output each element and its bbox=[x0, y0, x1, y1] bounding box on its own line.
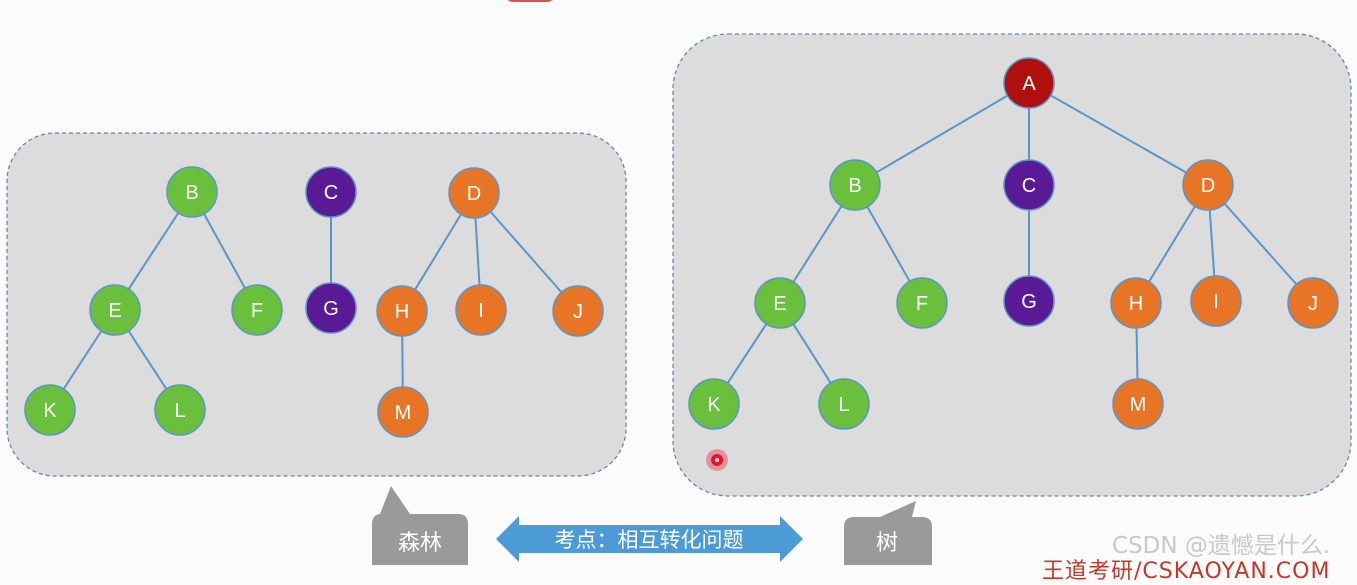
tree-nodes: A B C D E F G H I J K L M bbox=[688, 57, 1339, 430]
forest-node-I: I bbox=[455, 284, 507, 336]
tree-node-circle-C bbox=[1003, 159, 1055, 211]
tree-callout: 树 bbox=[844, 501, 932, 565]
tree-node-circle-E bbox=[754, 277, 806, 329]
forest-node-circle-B bbox=[166, 166, 218, 218]
forest-node-circle-M bbox=[377, 386, 429, 438]
tree-node-label-C: C bbox=[1022, 175, 1036, 197]
forest-node-label-M: M bbox=[395, 402, 412, 424]
forest-node-circle-I bbox=[455, 284, 507, 336]
forest-node-circle-C bbox=[305, 166, 357, 218]
tree-node-circle-H bbox=[1110, 277, 1162, 329]
tree-node-B: B bbox=[829, 159, 881, 211]
tree-node-label-A: A bbox=[1022, 73, 1036, 95]
forest-node-circle-L bbox=[154, 384, 206, 436]
forest-node-C: C bbox=[305, 166, 357, 218]
forest-node-H: H bbox=[376, 285, 428, 337]
forest-node-circle-H bbox=[376, 285, 428, 337]
forest-node-circle-F bbox=[231, 284, 283, 336]
tree-edge-A-B bbox=[854, 82, 1030, 186]
tree-node-circle-L bbox=[818, 378, 870, 430]
csdn-watermark: CSDN @遗憾是什么. bbox=[1112, 533, 1331, 559]
forest-node-circle-E bbox=[89, 284, 141, 336]
tree-node-label-J: J bbox=[1308, 293, 1318, 315]
tree-node-K: K bbox=[688, 378, 740, 430]
tree-node-label-E: E bbox=[773, 293, 786, 315]
tree-node-circle-G bbox=[1003, 275, 1055, 327]
forest-nodes: B E F K L C G D H I J M bbox=[24, 166, 604, 438]
forest-node-label-G: G bbox=[323, 298, 339, 320]
tree-node-E: E bbox=[754, 277, 806, 329]
forest-node-circle-K bbox=[24, 384, 76, 436]
tree-node-circle-M bbox=[1112, 378, 1164, 430]
tree-node-M: M bbox=[1112, 378, 1164, 430]
tree-node-C: C bbox=[1003, 159, 1055, 211]
forest-node-label-C: C bbox=[324, 182, 338, 204]
tree-node-circle-D bbox=[1182, 159, 1234, 211]
forest-node-J: J bbox=[552, 285, 604, 337]
site-watermark: 王道考研/CSKAOYAN.COM bbox=[1042, 559, 1331, 584]
tree-node-label-H: H bbox=[1129, 293, 1143, 315]
tree-label: 树 bbox=[876, 531, 898, 556]
tree-edge-D-J bbox=[1207, 184, 1314, 304]
tree-node-circle-K bbox=[688, 378, 740, 430]
diagram-canvas: B E F K L C G D H I J M A B C D E F G H I J K L M 森林 树 考点：相互转化问… bbox=[6, 0, 1352, 565]
tree-node-label-D: D bbox=[1201, 175, 1215, 197]
tree-node-I: I bbox=[1190, 275, 1242, 327]
forest-node-label-F: F bbox=[251, 300, 263, 322]
tree-node-G: G bbox=[1003, 275, 1055, 327]
tree-node-L: L bbox=[818, 378, 870, 430]
forest-node-B: B bbox=[166, 166, 218, 218]
forest-node-M: M bbox=[377, 386, 429, 438]
forest-node-F: F bbox=[231, 284, 283, 336]
tree-node-label-G: G bbox=[1021, 291, 1037, 313]
tree-node-H: H bbox=[1110, 277, 1162, 329]
arrow-label: 考点：相互转化问题 bbox=[555, 528, 744, 552]
tree-node-label-L: L bbox=[838, 394, 849, 416]
tree-node-D: D bbox=[1182, 159, 1234, 211]
top-decoration bbox=[507, 0, 553, 2]
conversion-arrow: 考点：相互转化问题 bbox=[496, 516, 803, 562]
tree-edge-A-D bbox=[1028, 82, 1209, 186]
forest-node-D: D bbox=[448, 167, 500, 219]
tree-node-A: A bbox=[1003, 57, 1055, 109]
tree-node-circle-F bbox=[896, 277, 948, 329]
forest-node-label-E: E bbox=[108, 300, 121, 322]
tree-node-label-F: F bbox=[916, 293, 928, 315]
forest-node-label-L: L bbox=[174, 400, 185, 422]
laser-pointer bbox=[706, 449, 728, 471]
forest-node-label-J: J bbox=[573, 301, 583, 323]
forest-node-label-H: H bbox=[395, 301, 409, 323]
forest-node-label-D: D bbox=[467, 183, 481, 205]
forest-edge-D-J bbox=[473, 192, 579, 312]
forest-node-label-B: B bbox=[185, 182, 198, 204]
forest-node-circle-J bbox=[552, 285, 604, 337]
tree-node-label-I: I bbox=[1213, 291, 1219, 313]
forest-node-label-I: I bbox=[478, 300, 484, 322]
tree-node-label-B: B bbox=[848, 175, 861, 197]
tree-node-circle-A bbox=[1003, 57, 1055, 109]
forest-node-L: L bbox=[154, 384, 206, 436]
tree-node-circle-J bbox=[1287, 277, 1339, 329]
forest-node-G: G bbox=[305, 282, 357, 334]
forest-node-circle-G bbox=[305, 282, 357, 334]
tree-node-label-K: K bbox=[707, 394, 721, 416]
tree-node-circle-I bbox=[1190, 275, 1242, 327]
tree-node-label-M: M bbox=[1130, 394, 1147, 416]
forest-callout: 森林 bbox=[372, 486, 468, 565]
forest-node-K: K bbox=[24, 384, 76, 436]
tree-node-circle-B bbox=[829, 159, 881, 211]
tree-panel bbox=[672, 33, 1352, 497]
forest-node-label-K: K bbox=[43, 400, 57, 422]
tree-node-F: F bbox=[896, 277, 948, 329]
tree-node-J: J bbox=[1287, 277, 1339, 329]
forest-node-E: E bbox=[89, 284, 141, 336]
forest-node-circle-D bbox=[448, 167, 500, 219]
forest-label: 森林 bbox=[398, 531, 442, 556]
